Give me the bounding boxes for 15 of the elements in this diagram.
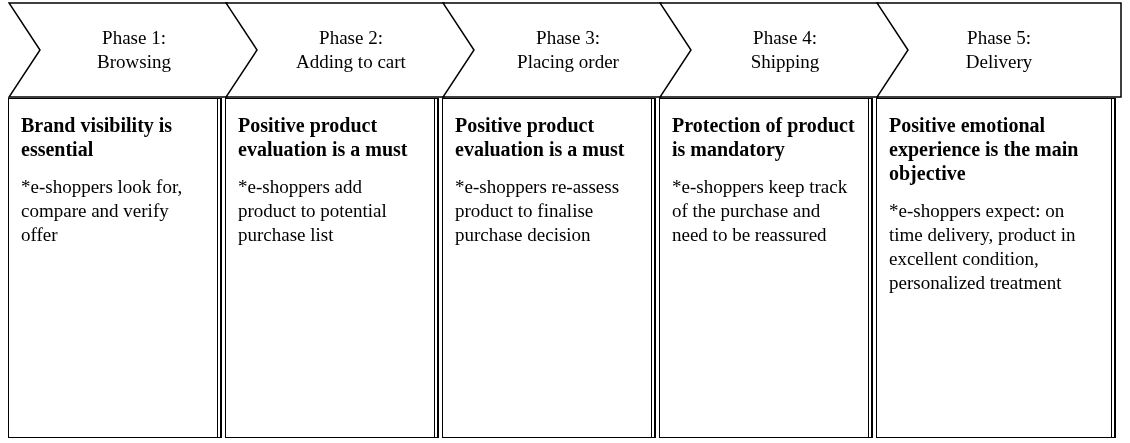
card-heading: Brand visibility is essential <box>21 113 174 161</box>
card-description: *e-shoppers look for, compare and verify offer <box>21 175 184 247</box>
card-description: *e-shoppers keep track of the purchase and need to be reassured <box>672 175 849 247</box>
card-heading: Positive emotional experience is the main objective <box>889 113 1080 185</box>
phase-title: Phase 3: Placing order <box>516 26 620 74</box>
phase-title: Phase 1: Browsing <box>96 26 172 74</box>
card-heading: Positive product evaluation is a must <box>455 113 626 161</box>
card-description: *e-shoppers expect: on time delivery, product in excellent condition, personalized treatment <box>889 199 1077 295</box>
card-heading: Protection of product is mandatory <box>672 113 856 161</box>
card-description: *e-shoppers add product to potential purchase list <box>238 175 388 247</box>
phase-title: Phase 2: Adding to cart <box>296 26 406 74</box>
phase-title: Phase 5: Delivery <box>964 26 1034 74</box>
card-heading: Positive product evaluation is a must <box>238 113 409 161</box>
phase-title: Phase 4: Shipping <box>749 26 821 74</box>
card-description: *e-shoppers re-assess product to finalise purchase decision <box>455 175 621 247</box>
